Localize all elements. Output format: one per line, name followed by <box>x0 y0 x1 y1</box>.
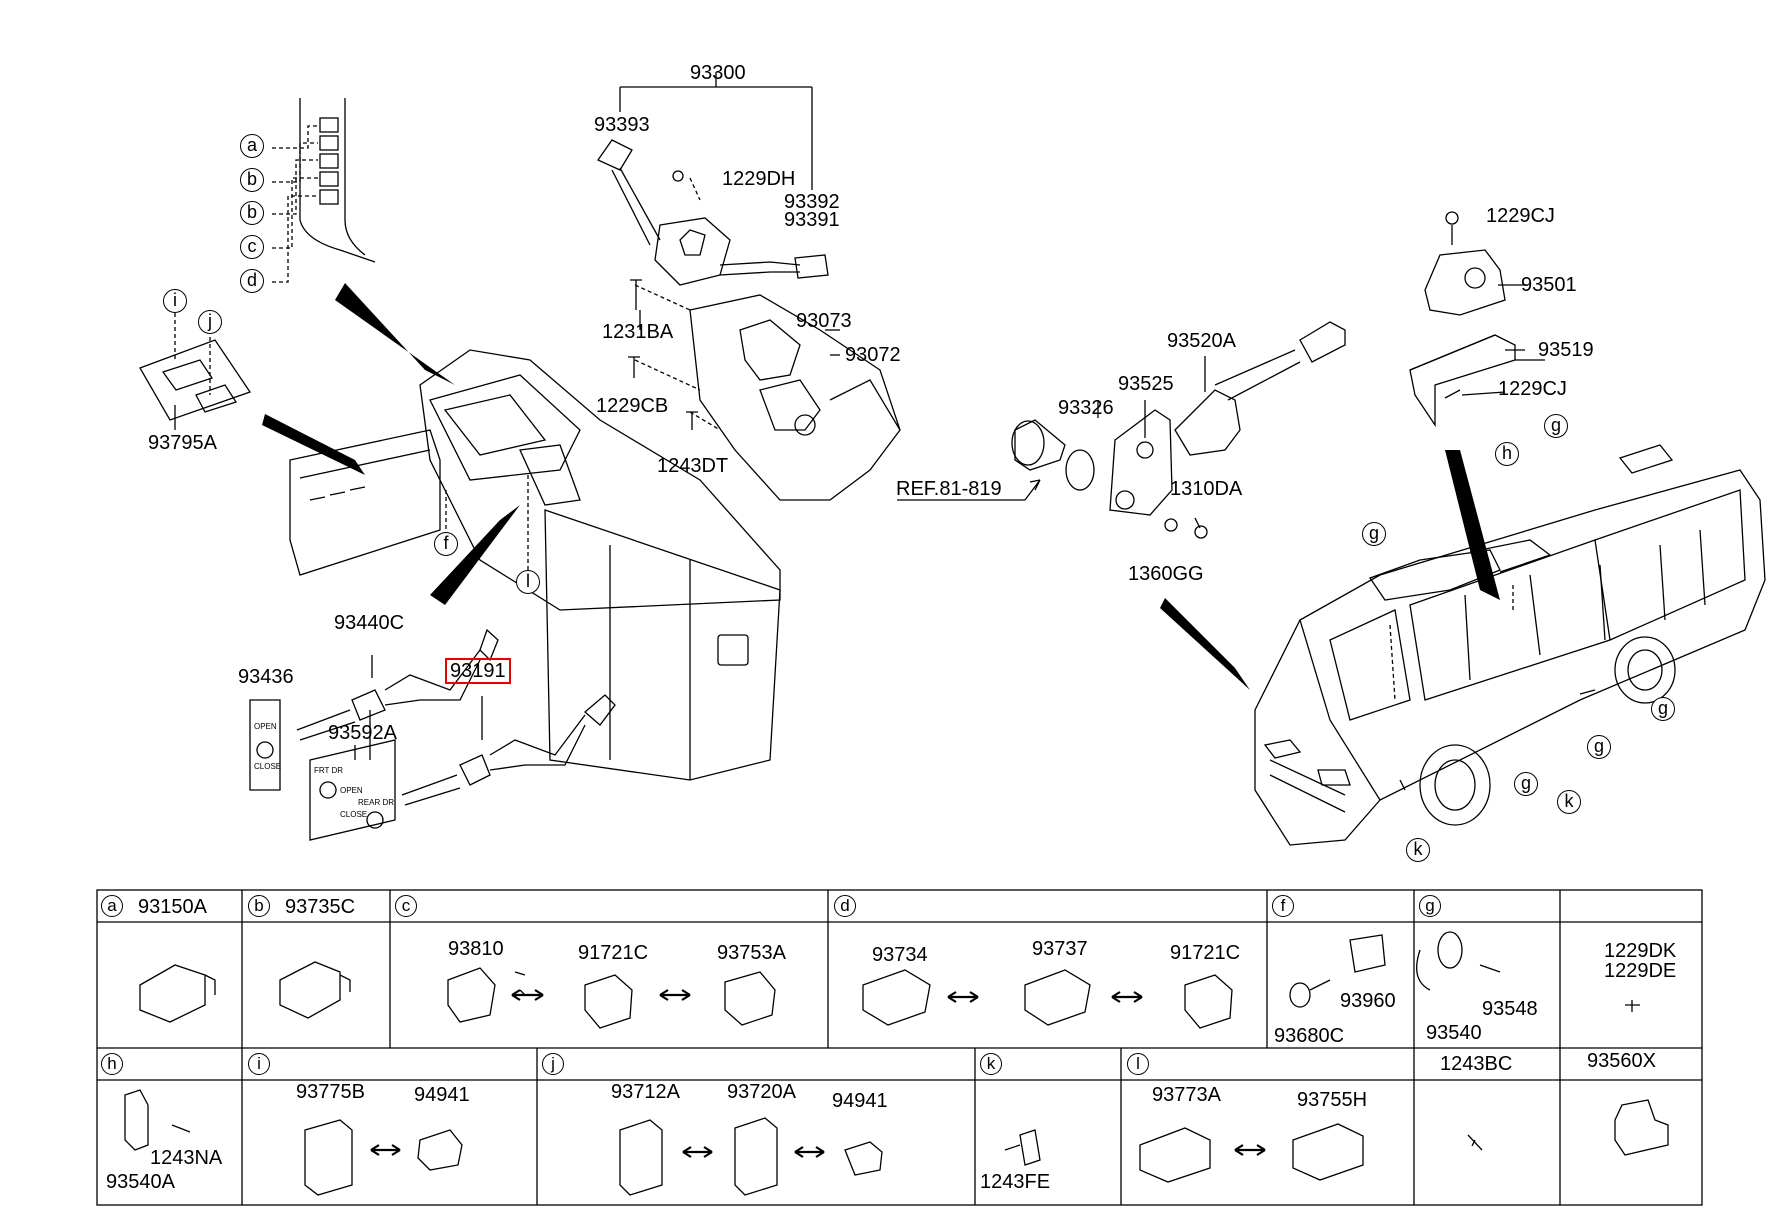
part-93775B: 93775B <box>296 1081 365 1103</box>
part-93755H: 93755H <box>1297 1089 1368 1111</box>
part-93680C: 93680C <box>1274 1025 1345 1047</box>
part-93712A: 93712A <box>611 1081 680 1103</box>
bracket-drawing <box>1409 211 1545 428</box>
callout-k-left: k <box>1406 838 1430 862</box>
label-93440C: 93440C <box>334 612 405 634</box>
label-93501: 93501 <box>1521 274 1577 296</box>
label-93393: 93393 <box>594 114 650 136</box>
callout-j: j <box>198 310 222 334</box>
table-header-93150A: 93150A <box>138 896 207 918</box>
label-93436: 93436 <box>238 666 294 688</box>
table-letter-f: f <box>1272 895 1294 917</box>
callout-g-top: g <box>1544 414 1568 438</box>
callout-c: c <box>240 235 264 259</box>
callout-g-right: g <box>1651 697 1675 721</box>
table-header-93560X: 93560X <box>1587 1050 1656 1072</box>
knob-switch-drawing <box>897 321 1346 539</box>
panel-rear-dr: REAR DR <box>358 798 395 807</box>
label-1360GG: 1360GG <box>1128 563 1204 585</box>
part-93734: 93734 <box>872 944 928 966</box>
panel-open-2: OPEN <box>340 786 363 795</box>
table-header-93735C: 93735C <box>285 896 356 918</box>
label-93392: 93392 <box>784 191 840 213</box>
part-94941-i: 94941 <box>414 1084 470 1106</box>
label-1231BA: 1231BA <box>602 321 674 343</box>
table-letter-g: g <box>1419 895 1441 917</box>
callout-k-right: k <box>1557 790 1581 814</box>
callout-g-low: g <box>1514 772 1538 796</box>
label-93592A: 93592A <box>328 722 397 744</box>
callout-l: l <box>516 570 540 594</box>
label-93391: 93391 <box>784 209 840 231</box>
callout-f: f <box>434 532 458 556</box>
wire-switch-drawing <box>249 628 616 841</box>
callout-g-roof: g <box>1362 522 1386 546</box>
table-header-1243BC: 1243BC <box>1440 1053 1513 1075</box>
bus-drawing <box>1254 444 1766 846</box>
part-93810: 93810 <box>448 938 504 960</box>
table-letter-h: h <box>101 1053 123 1075</box>
panel-frt-dr: FRT DR <box>314 766 344 775</box>
part-93548: 93548 <box>1482 998 1538 1020</box>
part-91721C-d: 91721C <box>1170 942 1241 964</box>
label-93795A: 93795A <box>148 432 217 454</box>
label-1229DH: 1229DH <box>722 168 796 190</box>
label-93525: 93525 <box>1118 373 1174 395</box>
table-letter-b: b <box>248 895 270 917</box>
label-1310DA: 1310DA <box>1170 478 1243 500</box>
part-93540: 93540 <box>1426 1022 1482 1044</box>
part-1243NA: 1243NA <box>150 1147 223 1169</box>
part-1243FE: 1243FE <box>980 1171 1051 1193</box>
label-ref: REF.81-819 <box>896 478 1002 500</box>
label-93072: 93072 <box>845 344 901 366</box>
label-93520A: 93520A <box>1167 330 1236 352</box>
combination-switch-drawing <box>597 72 901 501</box>
label-93326: 93326 <box>1058 397 1114 419</box>
callout-h: h <box>1495 442 1519 466</box>
label-93191-highlighted: 93191 <box>445 658 511 684</box>
part-93753A: 93753A <box>717 942 786 964</box>
callout-i: i <box>163 289 187 313</box>
callout-g-mid: g <box>1587 735 1611 759</box>
label-93073: 93073 <box>796 310 852 332</box>
part-91721C-c: 91721C <box>578 942 649 964</box>
panel-open-1: OPEN <box>254 722 277 731</box>
table-letter-c: c <box>395 895 417 917</box>
panel-close-1: CLOSE <box>254 762 282 771</box>
callout-d: d <box>240 269 264 293</box>
table-letter-l: l <box>1127 1053 1149 1075</box>
part-93960: 93960 <box>1340 990 1396 1012</box>
label-1229CB: 1229CB <box>596 395 669 417</box>
table-letter-i: i <box>248 1053 270 1075</box>
part-1229DK: 1229DK <box>1604 940 1677 962</box>
part-93720A: 93720A <box>727 1081 796 1103</box>
part-1229DE: 1229DE <box>1604 960 1677 982</box>
panel-close-2: CLOSE <box>340 810 368 819</box>
callout-b-1: b <box>240 168 264 192</box>
table-grid <box>96 889 1703 1206</box>
label-93300: 93300 <box>690 62 746 84</box>
label-1229CJ-top: 1229CJ <box>1486 205 1555 227</box>
table-letter-k: k <box>980 1053 1002 1075</box>
part-93773A: 93773A <box>1152 1084 1221 1106</box>
table-letter-d: d <box>834 895 856 917</box>
interchange-arrows <box>370 989 1266 1158</box>
table-letter-j: j <box>542 1053 564 1075</box>
label-1243DT: 1243DT <box>657 455 729 477</box>
label-1229CJ-bottom: 1229CJ <box>1498 378 1567 400</box>
part-93737: 93737 <box>1032 938 1088 960</box>
part-94941-j: 94941 <box>832 1090 888 1112</box>
callout-b-2: b <box>240 201 264 225</box>
callout-a: a <box>240 134 264 158</box>
table-letter-a: a <box>101 895 123 917</box>
table-part-sketches <box>124 931 1669 1196</box>
label-93519: 93519 <box>1538 339 1594 361</box>
dashboard-drawing <box>139 98 781 781</box>
part-93540A: 93540A <box>106 1171 175 1193</box>
